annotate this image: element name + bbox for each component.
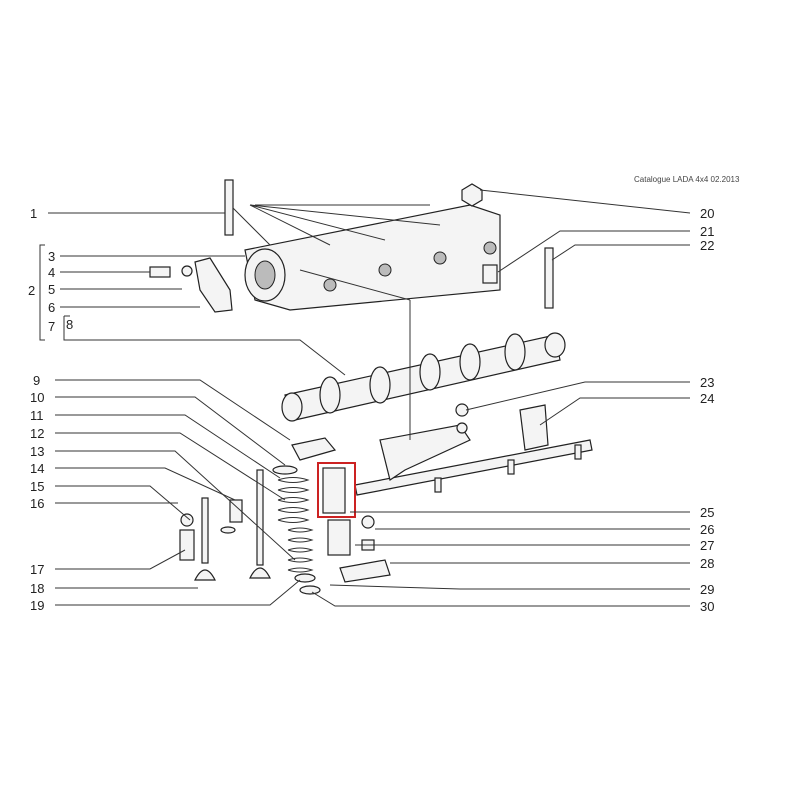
- callout-23: 23: [700, 375, 714, 390]
- callouts-right: 20 21 22 23 24 25 26 27 28 29 30: [700, 206, 714, 614]
- camshaft-housing: [149, 179, 554, 313]
- callout-12: 12: [30, 426, 44, 441]
- callout-11: 11: [30, 408, 44, 423]
- camshaft: [281, 332, 566, 422]
- callout-22: 22: [700, 238, 714, 253]
- callout-2: 2: [28, 283, 35, 298]
- callout-5: 5: [48, 282, 55, 297]
- callout-14: 14: [30, 461, 44, 476]
- callout-26: 26: [700, 522, 714, 537]
- callout-10: 10: [30, 390, 44, 405]
- callout-13: 13: [30, 444, 44, 459]
- leader-lines: [39, 189, 691, 607]
- callout-29: 29: [700, 582, 714, 597]
- callout-18: 18: [30, 581, 44, 596]
- callout-9: 9: [33, 373, 40, 388]
- callout-30: 30: [700, 599, 714, 614]
- callouts-left: 1 2 3 4 5 6 7 8 9 10 11 12 13 14 15 16 1…: [28, 206, 73, 613]
- callout-6: 6: [48, 300, 55, 315]
- callout-16: 16: [30, 496, 44, 511]
- callout-20: 20: [700, 206, 714, 221]
- callout-28: 28: [700, 556, 714, 571]
- callout-19: 19: [30, 598, 44, 613]
- callout-4: 4: [48, 265, 55, 280]
- callout-1: 1: [30, 206, 37, 221]
- callout-21: 21: [700, 224, 714, 239]
- rocker-shaft: [354, 403, 593, 496]
- callout-17: 17: [30, 562, 44, 577]
- callout-15: 15: [30, 479, 44, 494]
- callout-7: 7: [48, 319, 55, 334]
- callout-24: 24: [700, 391, 714, 406]
- callout-25: 25: [700, 505, 714, 520]
- catalogue-header: Catalogue LADA 4x4 02.2013: [634, 175, 740, 184]
- callout-27: 27: [700, 538, 714, 553]
- callout-8: 8: [66, 317, 73, 332]
- highlight-box: [317, 462, 356, 518]
- callout-3: 3: [48, 249, 55, 264]
- valve-train: [179, 437, 391, 595]
